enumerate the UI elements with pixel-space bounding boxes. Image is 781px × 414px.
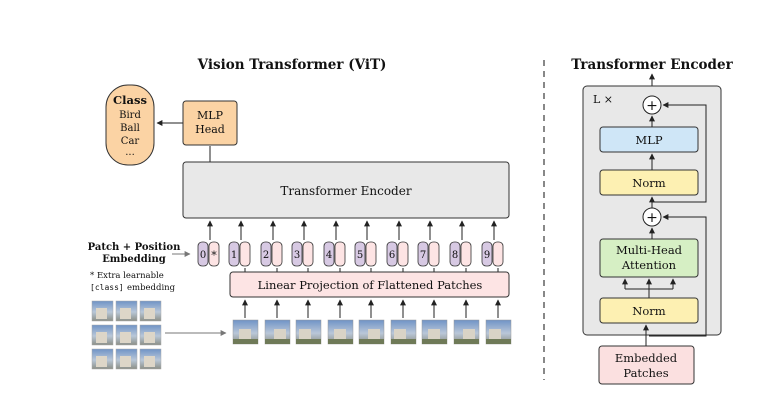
- flattened-patch-sequence: [232, 299, 512, 345]
- class-token: [208, 241, 220, 267]
- patch-embedding-token: [334, 241, 346, 267]
- class-output-item: Bird: [119, 110, 141, 121]
- position-embedding-token: [228, 241, 240, 267]
- position-embedding-token: [260, 241, 272, 267]
- repeat-label: L ×: [593, 93, 613, 106]
- class-output-box: [105, 84, 155, 166]
- linear-projection-label: Linear Projection of Flattened Patches: [258, 278, 483, 292]
- position-index-label: 5: [357, 250, 363, 261]
- residual-connection-top: [652, 102, 707, 203]
- position-index-label: 6: [389, 250, 395, 261]
- encoder-norm-top-label: Norm: [632, 176, 665, 190]
- patch-building: [368, 329, 380, 342]
- position-embedding-token: [386, 241, 398, 267]
- patch-building: [428, 329, 440, 342]
- class-output-title: Class: [113, 93, 147, 107]
- image-patch-grid: [91, 300, 162, 370]
- patch-embedding-token: [239, 241, 251, 267]
- transformer-encoder-box: [182, 161, 510, 219]
- encoder-detail-title: Transformer Encoder: [571, 57, 733, 73]
- position-embedding-token: [354, 241, 366, 267]
- patch-building: [334, 329, 346, 342]
- position-index-label: 2: [263, 250, 269, 261]
- encoder-mlp-box: [599, 126, 699, 153]
- attention-label-line1: Multi-Head: [616, 243, 683, 257]
- residual-connection-bottom: [649, 214, 707, 337]
- source-patch-building: [120, 356, 131, 367]
- source-patch-building: [144, 332, 155, 343]
- token-row: 0 * 1 2 3 4 5 6 7 8 9: [197, 220, 504, 272]
- position-embedding-token: [417, 241, 429, 267]
- embedded-patches-label-line2: Patches: [623, 366, 668, 380]
- patch-building: [394, 329, 406, 342]
- encoder-norm-bottom-box: [599, 297, 699, 324]
- patch-ground: [233, 339, 258, 344]
- source-patch-building: [120, 332, 131, 343]
- patch-building: [463, 329, 475, 342]
- patch-embedding-token: [460, 241, 472, 267]
- class-output-item: ...: [125, 147, 135, 158]
- patch-embedding-token: [397, 241, 409, 267]
- patch-building: [489, 329, 501, 342]
- encoder-mlp-label: MLP: [635, 133, 662, 147]
- patch-ground: [296, 339, 321, 344]
- vit-title: Vision Transformer (ViT): [197, 57, 387, 73]
- position-embedding-token: [291, 241, 303, 267]
- patch-position-label-line2: Embedding: [102, 254, 166, 265]
- patch-embedding-token: [365, 241, 377, 267]
- position-embedding-token: [449, 241, 461, 267]
- source-patch-building: [96, 356, 107, 367]
- encoder-norm-top-box: [599, 169, 699, 196]
- source-patch-building: [144, 308, 155, 319]
- position-index-label: 7: [420, 250, 426, 261]
- class-output-item: Ball: [120, 123, 140, 134]
- encoder-norm-bottom-label: Norm: [632, 304, 665, 318]
- embedded-patches-label-line1: Embedded: [615, 351, 678, 365]
- patch-ground: [486, 339, 511, 344]
- multi-head-attention-box: [599, 238, 699, 278]
- transformer-encoder-label: Transformer Encoder: [280, 184, 411, 198]
- position-index-label: 9: [484, 250, 490, 261]
- patch-ground: [359, 339, 384, 344]
- class-output-item: Car: [121, 136, 140, 147]
- mlp-head-label-line2: Head: [195, 123, 225, 136]
- source-patch-building: [96, 308, 107, 319]
- patch-ground: [391, 339, 416, 344]
- extra-embedding-note-line2: embedding: [127, 283, 176, 293]
- residual-add-top: [642, 95, 662, 115]
- patch-ground: [328, 339, 353, 344]
- attention-label-line2: Attention: [621, 258, 677, 272]
- source-patch-building: [144, 356, 155, 367]
- patch-ground: [454, 339, 479, 344]
- patch-ground: [422, 339, 447, 344]
- patch-embedding-token: [302, 241, 314, 267]
- position-index-label: 3: [294, 250, 300, 261]
- patch-building: [274, 329, 286, 342]
- linear-projection-box: [229, 271, 510, 298]
- position-embedding-token: [197, 241, 209, 267]
- position-index-label: 1: [231, 250, 237, 261]
- position-index-label: 0: [200, 250, 206, 261]
- patch-building: [299, 329, 311, 342]
- position-index-label: 8: [452, 250, 458, 261]
- patch-embedding-token: [428, 241, 440, 267]
- mlp-head-label-line1: MLP: [197, 109, 224, 122]
- position-index-label: 4: [326, 250, 332, 261]
- patch-position-label-line1: Patch + Position: [88, 242, 181, 253]
- patch-building: [239, 329, 251, 342]
- extra-embedding-note-line1: * Extra learnable: [90, 271, 164, 281]
- position-embedding-token: [323, 241, 335, 267]
- residual-add-top-symbol: +: [646, 98, 658, 114]
- patch-embedding-token: [492, 241, 504, 267]
- patch-embedding-token: [271, 241, 283, 267]
- source-patch-building: [120, 308, 131, 319]
- source-patch-building: [96, 332, 107, 343]
- patch-ground: [265, 339, 290, 344]
- position-embedding-token: [481, 241, 493, 267]
- extra-embedding-note-code: [class]: [90, 283, 124, 292]
- class-token-marker: *: [211, 249, 217, 262]
- residual-add-middle-symbol: +: [646, 210, 658, 226]
